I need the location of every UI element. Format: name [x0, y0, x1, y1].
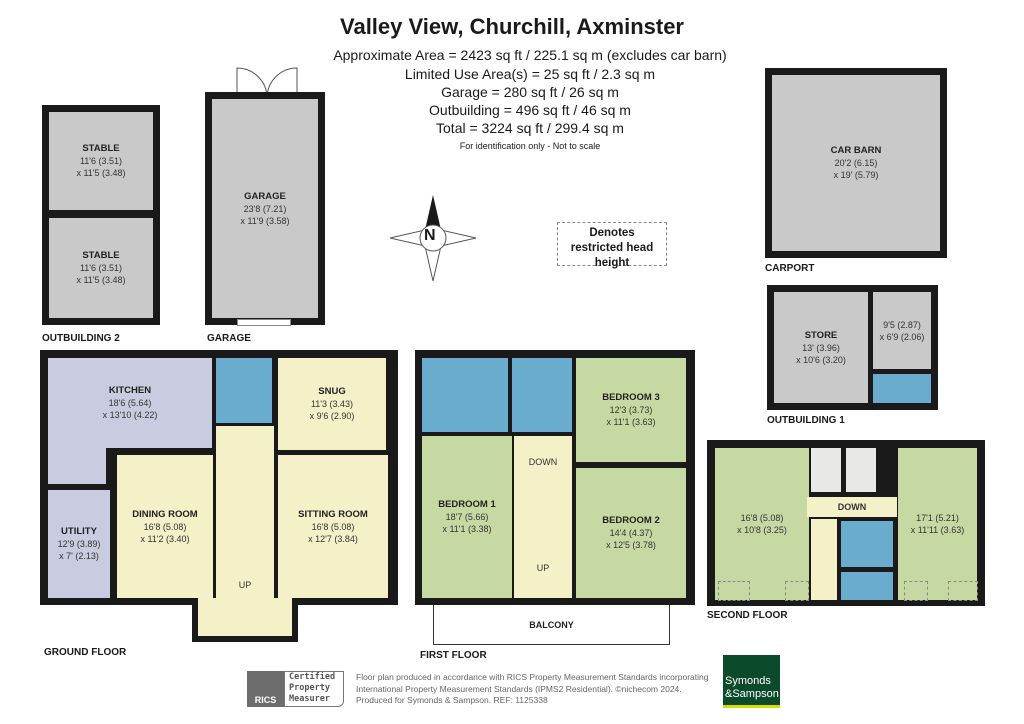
second-floor-stairs	[811, 519, 837, 600]
area-approx: Approximate Area = 2423 sq ft / 225.1 sq…	[333, 47, 727, 63]
compass-north-icon	[389, 195, 477, 282]
ensuite	[512, 358, 572, 432]
ground-wc	[216, 358, 272, 423]
scale-note: For identification only - Not to scale	[459, 141, 601, 151]
compass-letter: N	[424, 227, 436, 244]
area-limited: Limited Use Area(s) = 25 sq ft / 2.3 sq …	[404, 66, 656, 82]
rics-logo: RICS	[247, 671, 284, 707]
garage-label: GARAGE	[207, 333, 251, 344]
kitchen-annex	[48, 448, 106, 484]
restricted-height-legend: Denotes restricted head height	[570, 227, 654, 269]
porch	[198, 598, 292, 636]
area-outbuilding: Outbuilding = 496 sq ft / 46 sq m	[429, 102, 631, 118]
bathroom	[422, 358, 508, 432]
symonds-sampson-logo: Symonds&Sampson	[723, 655, 780, 708]
eaves-store-right	[846, 448, 876, 492]
second-floor-cupboard	[841, 572, 893, 600]
outbuilding-wc	[873, 374, 931, 403]
area-total: Total = 3224 sq ft / 299.4 sq m	[436, 120, 624, 136]
eaves-store-left	[811, 448, 841, 492]
area-garage: Garage = 280 sq ft / 26 sq m	[441, 84, 619, 100]
second-floor-room-right: 17'1 (5.21)x 11'11 (3.63)	[898, 448, 977, 600]
plan-title: Valley View, Churchill, Axminster	[340, 14, 684, 39]
second-floor-landing: DOWN	[807, 497, 897, 517]
outbuilding-2-label: OUTBUILDING 2	[42, 333, 120, 344]
balcony: BALCONY	[433, 605, 670, 645]
ground-floor-label: GROUND FLOOR	[44, 647, 127, 658]
outbuilding-room: 9'5 (2.87)x 6'9 (2.06)	[873, 292, 931, 369]
carport-label: CARPORT	[765, 263, 815, 274]
first-floor-label: FIRST FLOOR	[420, 650, 487, 661]
disclaimer: Floor plan produced in accordance with R…	[356, 672, 709, 705]
shower-room	[841, 521, 893, 567]
outbuilding-1-label: OUTBUILDING 1	[767, 415, 845, 426]
second-floor-room-left: 16'8 (5.08)x 10'8 (3.25)	[715, 448, 809, 600]
second-floor-label: SECOND FLOOR	[707, 610, 788, 621]
